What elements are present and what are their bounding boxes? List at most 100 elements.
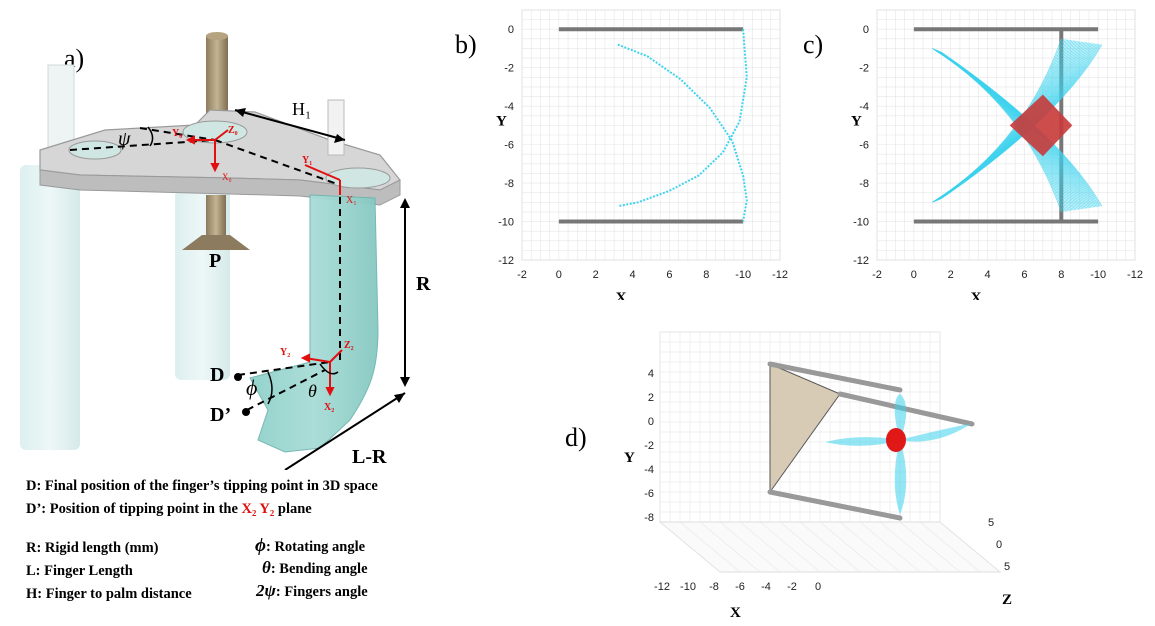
d-prime-label: D’: [210, 404, 231, 426]
d-xtick-label: -2: [787, 581, 797, 593]
b-xtick-label: -12: [772, 269, 788, 281]
d-floor-grid: [839, 521, 901, 573]
legend-h: H: Finger to palm distance: [26, 586, 192, 602]
legend-d-prime-prefix: D’: Position of tipping point in the: [26, 501, 242, 517]
d-ytick-label: -4: [644, 464, 654, 476]
d-ylabel: Y: [624, 450, 635, 466]
d-floor-grid: [879, 521, 941, 573]
d-floor-grid: [699, 521, 761, 573]
b-ytick-label: 0: [508, 24, 514, 36]
legend-phi-text: : Rotating angle: [266, 539, 366, 555]
legend-theta-text: : Bending angle: [270, 561, 368, 577]
d-ytick-label: 2: [648, 392, 654, 404]
c-ytick-label: -4: [859, 101, 869, 113]
d-floor-grid: [939, 521, 1001, 573]
r-label: R: [416, 273, 431, 295]
c-xtick-label: 4: [985, 269, 991, 281]
d-ztick-label: 5: [988, 517, 994, 529]
c-xtick-label: 8: [1058, 269, 1064, 281]
d-floor-grid: [899, 521, 961, 573]
c-ytick-label: 0: [863, 24, 869, 36]
x2-label: X₂: [324, 402, 334, 413]
panel-label-c: c): [803, 30, 824, 59]
theta-label: θ: [308, 381, 317, 401]
b-ytick-label: -4: [504, 101, 514, 113]
legend-l: L: Finger Length: [26, 563, 133, 579]
legend-psi: 2ψ: Fingers angle: [256, 581, 368, 601]
x1-label: X₁: [346, 195, 357, 206]
psi-symbol: 2ψ: [256, 581, 276, 600]
c-ytick-label: -12: [853, 255, 869, 267]
d-floor-grid: [659, 521, 721, 573]
b-xtick-label: 8: [703, 269, 709, 281]
p-label: P: [209, 250, 221, 272]
gripper-schematic: ψ Y₀ Z₀ X₀ H₁ Y₁ X₁ P R Y₂ Z₂ X₂ D D’ ϕ …: [20, 32, 431, 470]
h1-label: H₁: [292, 99, 311, 119]
c-ytick-label: -8: [859, 178, 869, 190]
d-palm-triangle: [769, 363, 841, 494]
c-ylabel: Y: [851, 113, 862, 129]
b-series-2: [617, 43, 748, 222]
b-xtick-label: 2: [593, 269, 599, 281]
b-xtick-label: 0: [556, 269, 562, 281]
d-floor-grid: [859, 521, 921, 573]
d-xtick-label: -12: [654, 581, 670, 593]
c-ytick-label: -10: [853, 217, 869, 229]
d-label: D: [210, 364, 224, 386]
d-ztick-label: 0: [996, 539, 1002, 551]
d-xtick-label: -8: [709, 581, 719, 593]
d-ytick-label: -8: [644, 512, 654, 524]
d-floor-grid: [919, 521, 981, 573]
finger-stub-right: [327, 99, 345, 156]
y1-label: Y₁: [302, 155, 312, 166]
legend-psi-text: : Fingers angle: [275, 584, 368, 600]
d-ytick-label: -6: [644, 488, 654, 500]
d-floor-grid: [739, 521, 801, 573]
d-floor-grid: [779, 521, 841, 573]
b-xtick-label: 6: [666, 269, 672, 281]
b-ytick-label: -10: [498, 217, 514, 229]
lr-label: L-R: [352, 446, 387, 468]
c-xtick-label: -12: [1127, 269, 1143, 281]
d-ytick-label: 4: [648, 368, 654, 380]
b-ytick-label: -12: [498, 255, 514, 267]
b-series-1: [617, 29, 748, 208]
d-xtick-label: 0: [815, 581, 821, 593]
d-workspace-petal: [825, 437, 901, 446]
psi-label: ψ: [118, 128, 131, 150]
c-ytick-label: -2: [859, 63, 869, 75]
b-ytick-label: -8: [504, 178, 514, 190]
c-xtick-label: -2: [872, 269, 882, 281]
d-floor-grid: [759, 521, 821, 573]
d-xlabel: X: [730, 605, 741, 621]
d-floor-grid: [819, 521, 881, 573]
d-xtick-label: -4: [761, 581, 771, 593]
c-xtick-label: 0: [911, 269, 917, 281]
d-ytick-label: 0: [648, 416, 654, 428]
legend-theta: θ: Bending angle: [262, 558, 368, 578]
d-workspace-petal: [894, 438, 907, 515]
x0-label: X₀: [222, 172, 232, 182]
c-ytick-label: -6: [859, 140, 869, 152]
legend-d-prime-suffix: plane: [274, 501, 312, 517]
panel-label-d: d): [565, 423, 587, 452]
c-overlap-region: [1009, 94, 1073, 157]
d-zlabel: Z: [1002, 592, 1012, 608]
b-xtick-label: 4: [630, 269, 636, 281]
legend-d-prime: D’: Position of tipping point in the X₂ …: [26, 501, 312, 518]
d-bar-3: [767, 489, 903, 521]
d-floor-grid: [799, 521, 861, 573]
b-xlabel: X: [616, 290, 627, 300]
legend-phi: ϕ: Rotating angle: [255, 535, 365, 557]
phi-symbol: ϕ: [255, 535, 266, 556]
d-floor-grid: [719, 521, 781, 573]
d-ytick-label: -2: [644, 440, 654, 452]
d-xtick-label: -10: [680, 581, 696, 593]
teal-finger: [249, 194, 379, 453]
finger-tube-left: [20, 165, 80, 450]
phi-label: ϕ: [246, 375, 257, 400]
y0-label: Y₀: [172, 128, 182, 139]
